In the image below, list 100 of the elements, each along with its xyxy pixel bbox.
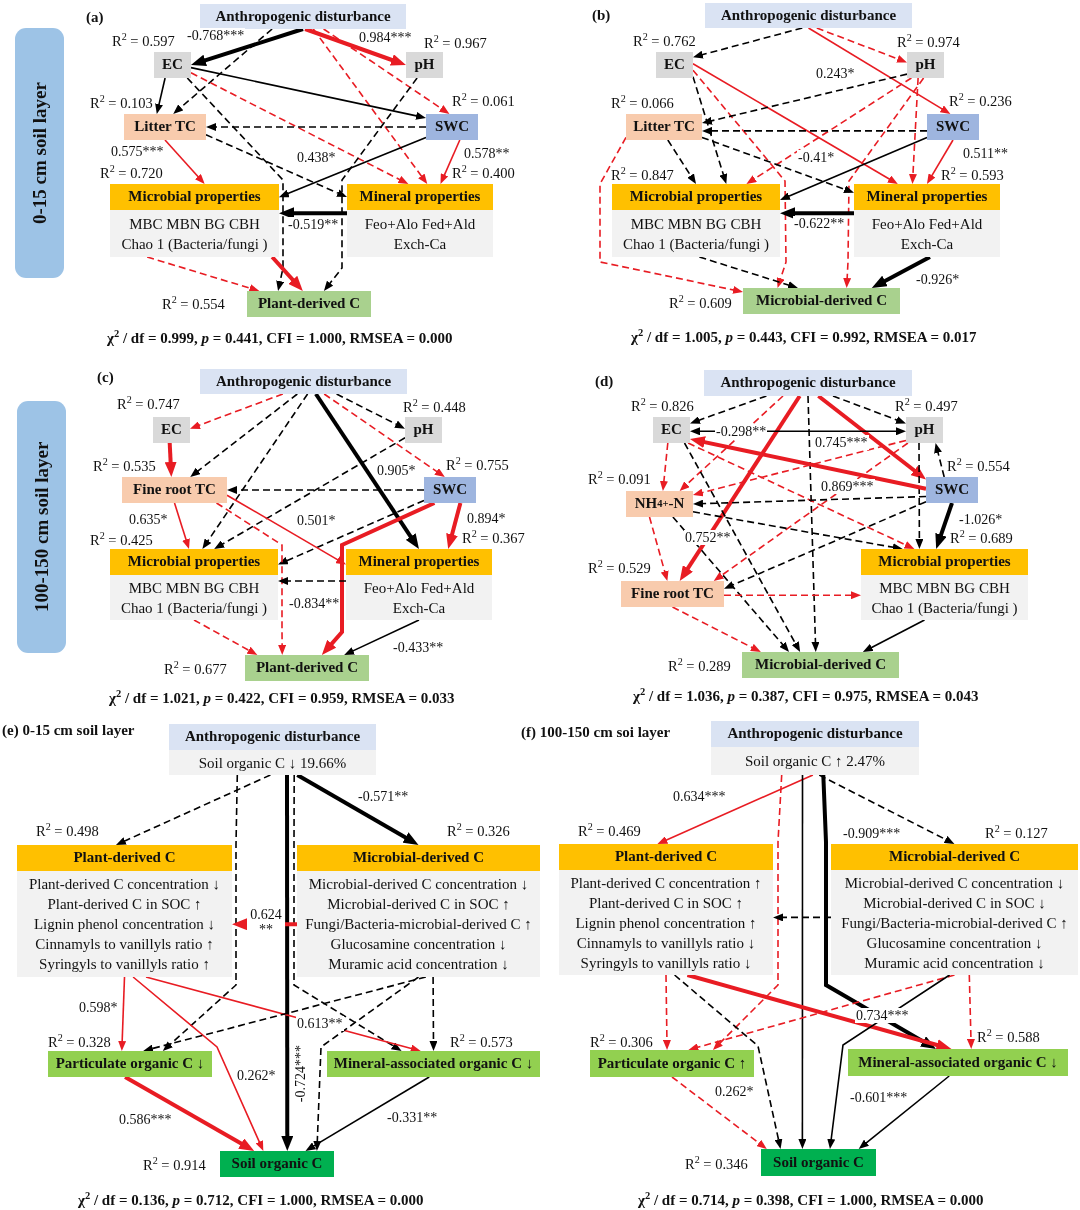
dashed-arrow <box>193 619 257 655</box>
body-text: Microbial-derived C concentration ↓ <box>843 873 1066 893</box>
r-squared-label: R$^{2}$ = 0.573 <box>450 1035 513 1051</box>
arrow <box>306 1076 430 1151</box>
variable-box: EC <box>154 52 191 78</box>
variable-box: SWC <box>426 114 478 140</box>
body-text: Lignin phenol concentration ↓ <box>32 915 217 934</box>
dashed-arrow <box>692 69 787 287</box>
dashed-arrow <box>278 499 425 565</box>
dashed-arrow <box>207 123 427 131</box>
variable-box: Fine root TC <box>621 581 724 607</box>
arrow <box>192 27 304 67</box>
r-squared-label: R$^{2}$ = 0.328 <box>48 1035 111 1051</box>
arrow <box>859 1075 950 1149</box>
arrow <box>821 774 935 1049</box>
variable-box <box>861 549 1028 620</box>
variable-box: Microbial-derived C <box>742 652 899 678</box>
dashed-arrow <box>146 256 259 293</box>
dashed-arrow <box>215 502 287 654</box>
dashed-arrow <box>832 395 906 425</box>
header-bar: Mineral properties <box>854 184 1000 210</box>
variable-box: Anthropogenic disturbance <box>200 4 406 29</box>
fit-statistics: χ$^{2}$ / df = 1.021, p = 0.422, CFI = 0.959, RMSEA = 0.033 <box>109 690 455 707</box>
panel-label: (d) <box>595 373 614 390</box>
body-text: MBC MBN BG CBH Chao 1 (Bacteria/fungi ) <box>119 578 269 618</box>
dashed-arrow <box>186 77 284 290</box>
arrow <box>780 136 928 201</box>
dashed-arrow <box>701 136 854 194</box>
dashed-arrow <box>692 511 902 552</box>
body-text: Fungi/Bacteria-microbial-derived C ↑ <box>840 913 1069 933</box>
variable-box: Fine root TC <box>122 477 227 503</box>
body-text: Syringyls to vanillyls ratio ↑ <box>38 955 211 974</box>
arrow <box>322 501 436 654</box>
path-coefficient: -0.298** <box>715 424 768 440</box>
variable-box: pH <box>906 417 943 443</box>
variable-box: Mineral-associated organic C ↓ <box>327 1051 540 1077</box>
dashed-arrow <box>694 495 927 508</box>
header-bar: Microbial properties <box>110 549 278 575</box>
arrow <box>345 619 420 655</box>
dashed-arrow <box>173 28 273 114</box>
dashed-arrow <box>807 395 820 651</box>
r-squared-label: R$^{2}$ = 0.448 <box>403 400 466 416</box>
fit-statistics: χ$^{2}$ / df = 1.005, p = 0.443, CFI = 0.992, RMSEA = 0.017 <box>631 329 977 346</box>
panel-label: (b) <box>592 7 611 24</box>
arrow <box>827 974 951 1148</box>
arrow <box>280 207 347 220</box>
body-text: MBC MBN BG CBH Chao 1 (Bacteria/fungi ) <box>621 214 771 254</box>
dashed-arrow <box>163 774 239 1051</box>
panel-label: (c) <box>97 369 114 386</box>
dashed-arrow <box>687 442 914 549</box>
dashed-arrow <box>713 774 783 1050</box>
dashed-arrow <box>908 77 919 183</box>
dashed-arrow <box>690 395 768 425</box>
variable-box <box>110 184 279 257</box>
r-squared-label: R$^{2}$ = 0.306 <box>590 1035 653 1051</box>
variable-box: Mineral-associated organic C ↓ <box>848 1049 1068 1076</box>
arrow <box>781 207 854 220</box>
body-text: Plant-derived C in SOC ↑ <box>46 895 203 914</box>
dashed-arrow <box>714 442 909 581</box>
dashed-arrow <box>312 28 427 184</box>
dashed-arrow <box>671 1076 766 1149</box>
arrow <box>658 774 814 845</box>
body-text: Fungi/Bacteria-microbial-derived C ↑ <box>304 915 533 934</box>
arrow <box>154 77 166 113</box>
body-text: Microbial-derived C in SOC ↓ <box>862 893 1047 913</box>
arrow <box>132 976 264 1151</box>
r-squared-label: R$^{2}$ = 0.967 <box>424 36 487 52</box>
r-squared-label: R$^{2}$ = 0.747 <box>117 397 180 413</box>
arrow <box>692 62 897 184</box>
r-squared-label: R$^{2}$ = 0.755 <box>446 458 509 474</box>
body-text: Cinnamyls to vanillyls ratio ↑ <box>34 935 215 954</box>
body-text: Muramic acid concentration ↓ <box>327 955 510 974</box>
dashed-arrow <box>680 395 784 491</box>
header-bar: Microbial properties <box>110 184 279 210</box>
layer-band: 100-150 cm soil layer <box>17 401 66 653</box>
body-text: Lignin phenol concentration ↑ <box>574 913 758 933</box>
r-squared-label: R$^{2}$ = 0.847 <box>611 168 674 184</box>
r-squared-label: R$^{2}$ = 0.609 <box>669 296 732 312</box>
arrow <box>304 27 405 67</box>
r-squared-label: R$^{2}$ = 0.974 <box>897 35 960 51</box>
body-text: Feo+Alo Fed+Ald Exch-Ca <box>870 214 984 254</box>
body-text: Plant-derived C in SOC ↑ <box>587 893 745 913</box>
dashed-arrow <box>228 486 425 494</box>
dashed-arrow <box>683 442 800 652</box>
arrow <box>118 976 127 1050</box>
variable-box: SWC <box>424 477 476 503</box>
arrow <box>440 139 461 184</box>
arrow <box>190 66 425 120</box>
dashed-arrow <box>293 774 401 1051</box>
r-squared-label: R$^{2}$ = 0.689 <box>950 531 1013 547</box>
arrow <box>281 775 294 1150</box>
arrow <box>314 392 419 548</box>
dashed-arrow <box>279 577 347 585</box>
dashed-arrow <box>816 27 907 63</box>
r-squared-label: R$^{2}$ = 0.346 <box>685 1157 748 1173</box>
dashed-arrow <box>313 976 420 1150</box>
dashed-arrow <box>774 913 832 922</box>
r-squared-label: R$^{2}$ = 0.091 <box>588 472 651 488</box>
variable-box: Particulate organic C ↑ <box>590 1050 754 1077</box>
dashed-arrow <box>967 974 975 1048</box>
